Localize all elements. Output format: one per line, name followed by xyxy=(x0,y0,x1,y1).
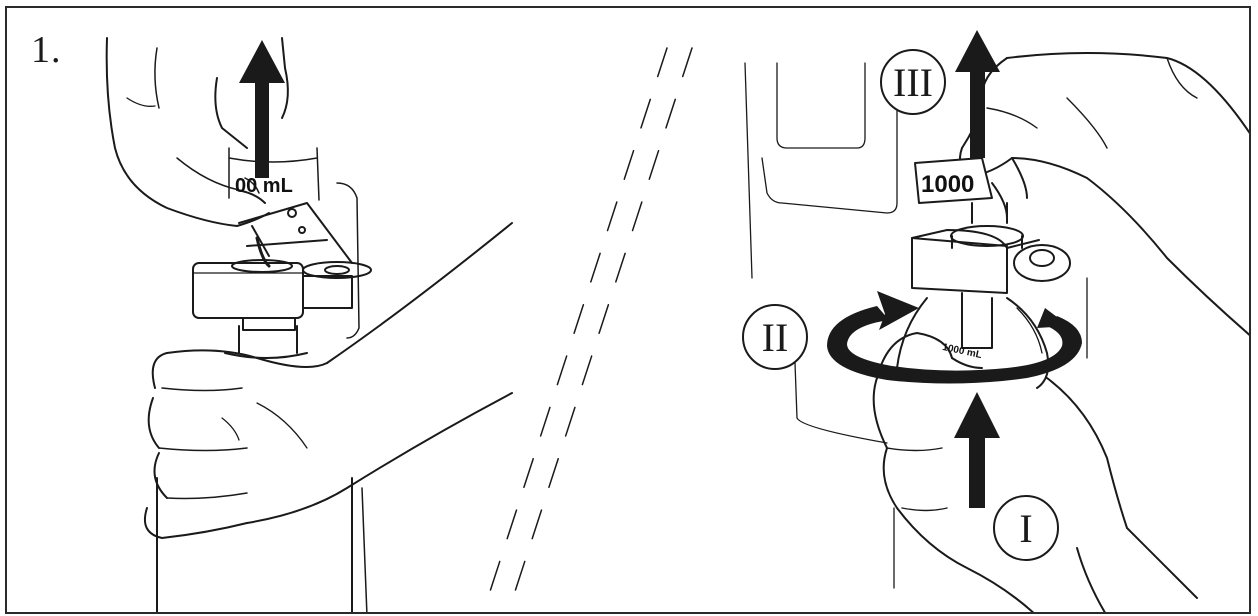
instrument-panel xyxy=(744,62,1088,589)
step-label-ii: II xyxy=(742,304,808,370)
left-volume-label: 00 mL xyxy=(235,175,293,197)
left-bottle-body xyxy=(156,325,368,612)
rotation-arrow xyxy=(827,291,1082,384)
right-bottle xyxy=(896,297,1050,389)
figure-frame: 1. 00 mL 1000 1000 mL III II I xyxy=(5,6,1251,614)
left-up-arrow xyxy=(239,40,285,178)
left-filter-housing xyxy=(192,259,372,331)
right-filter-cap xyxy=(911,157,1071,349)
step-label-iii: III xyxy=(880,49,946,115)
right-lower-hand xyxy=(872,332,1198,612)
step-label-i: I xyxy=(993,495,1059,561)
step-number: 1. xyxy=(31,29,62,71)
illustration xyxy=(105,30,1249,612)
right-up-arrow-i xyxy=(954,392,1000,508)
panel-separator xyxy=(482,47,693,612)
left-upper-hand xyxy=(105,37,289,227)
left-lower-hand xyxy=(143,222,513,539)
right-volume-label: 1000 xyxy=(921,171,975,198)
left-bracket xyxy=(228,147,360,339)
right-upper-hand xyxy=(959,52,1249,336)
right-up-arrow-iii xyxy=(955,30,1000,158)
